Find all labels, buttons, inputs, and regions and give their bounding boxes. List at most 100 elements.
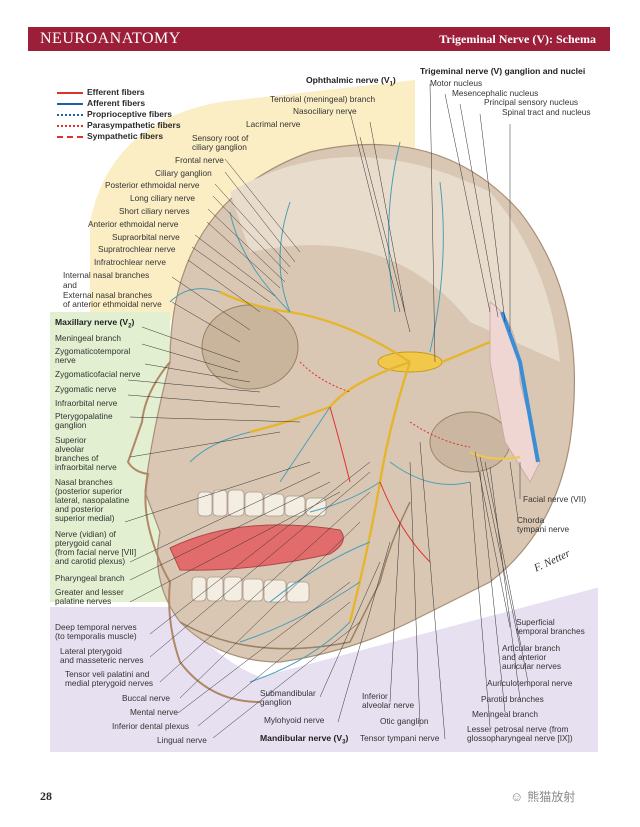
label-frontal: Frontal nerve [175, 155, 224, 165]
label-ciliary-ganglion: Ciliary ganglion [155, 168, 212, 178]
label-meningeal-mand: Meningeal branch [472, 709, 538, 719]
label-lesser-petrosal: Lesser petrosal nerve (from [467, 724, 569, 734]
title-end: ) [345, 733, 349, 743]
title-text: Mandibular nerve (V [260, 733, 343, 743]
head-illustration [50, 80, 598, 752]
title-sub: 1 [389, 81, 393, 88]
label-motor-nucleus: Motor nucleus [430, 78, 483, 88]
label-internal-nasal: Internal nasal branches [63, 270, 150, 280]
label-of-anterior-ethmoidal: of anterior ethmoidal nerve [63, 299, 162, 309]
label-nasal-branches-4: and posterior [55, 504, 104, 514]
label-vidian-2: pterygoid canal [55, 538, 112, 548]
label-supratrochlear: Supratrochlear nerve [98, 244, 176, 254]
label-zygomaticotemporal: Zygomaticotemporal [55, 346, 131, 356]
label-infratrochlear: Infratrochlear nerve [94, 257, 166, 267]
legend-label: Afferent fibers [87, 98, 146, 108]
label-and: and [63, 280, 77, 290]
label-lateral-pterygoid-2: and masseteric nerves [60, 655, 144, 665]
label-short-ciliary: Short ciliary nerves [119, 206, 190, 216]
label-superior-alveolar-3: branches of [55, 453, 99, 463]
legend-label: Proprioceptive fibers [87, 109, 173, 119]
legend-label: Efferent fibers [87, 87, 145, 97]
parasympathetic-fibers [299, 361, 471, 448]
label-pterygopalatine-2: ganglion [55, 420, 87, 430]
label-facial-nerve: Facial nerve (VII) [523, 494, 587, 504]
label-nasal-branches-3: lateral, nasopalatine [55, 495, 130, 505]
label-mylohyoid: Mylohyoid nerve [264, 715, 325, 725]
legend-label: Sympathetic fibers [87, 131, 164, 141]
label-articular: Articular branch [502, 643, 561, 653]
legend-item-parasympathetic: Parasympathetic fibers [57, 120, 181, 131]
label-inferior-dental: Inferior dental plexus [112, 721, 190, 731]
label-lacrimal: Lacrimal nerve [246, 119, 301, 129]
legend-label: Parasympathetic fibers [87, 120, 181, 130]
fiber-legend: Efferent fibers Afferent fibers Proprioc… [57, 87, 181, 142]
label-zygomaticotemporal-2: nerve [55, 355, 76, 365]
label-submandibular-ganglion-2: ganglion [260, 697, 292, 707]
label-inferior-alveolar-2: alveolar nerve [362, 700, 415, 710]
legend-item-afferent: Afferent fibers [57, 98, 181, 109]
label-long-ciliary: Long ciliary nerve [130, 193, 196, 203]
watermark: ☺ 熊猫放射 [510, 788, 575, 805]
parasympathetic-swatch [57, 124, 83, 127]
page-header: NEUROANATOMY Trigeminal Nerve (V): Schem… [28, 27, 610, 51]
legend-item-proprioceptive: Proprioceptive fibers [57, 109, 181, 120]
label-spinal-tract: Spinal tract and nucleus [502, 107, 591, 117]
title-text: Ophthalmic nerve (V [306, 75, 390, 85]
label-mental: Mental nerve [130, 707, 178, 717]
chorda-tympani [469, 451, 521, 460]
page-number: 28 [40, 789, 52, 803]
lower-teeth [191, 576, 310, 603]
title-end: ) [131, 317, 135, 327]
label-vidian: Nerve (vidian) of [55, 529, 116, 539]
label-lesser-petrosal-2: glossopharyngeal nerve [IX]) [467, 733, 573, 743]
label-chorda-2: tympani nerve [517, 524, 570, 534]
label-meningeal-max: Meningeal branch [55, 333, 121, 343]
label-external-nasal: External nasal branches [63, 290, 153, 300]
title-end: ) [392, 75, 396, 85]
leader-lines [124, 83, 529, 740]
label-sensory-root: Sensory root of [192, 133, 249, 143]
proprioceptive-swatch [57, 113, 83, 116]
wechat-icon: ☺ [510, 789, 524, 804]
ophthalmic-title: Ophthalmic nerve (V1) [306, 75, 396, 90]
label-nasal-branches-2: (posterior superior [55, 486, 123, 496]
temporal-bone [429, 411, 511, 473]
maxillary-title: Maxillary nerve (V2) [55, 317, 135, 332]
label-nasal-branches-5: superior medial) [55, 513, 115, 523]
spinal-nucleus [500, 311, 540, 463]
label-sensory-root-2: ciliary ganglion [192, 142, 247, 152]
label-otic-ganglion: Otic ganglion [380, 716, 429, 726]
anatomical-illustration [50, 62, 598, 758]
label-tensor-tympani: Tensor tympani nerve [360, 733, 440, 743]
label-articular-3: auricular nerves [502, 661, 562, 671]
label-deep-temporal-2: (to temporalis muscle) [55, 631, 137, 641]
label-superficial-temporal-2: temporal branches [516, 626, 585, 636]
mandibular-title: Mandibular nerve (V3) [260, 733, 349, 748]
label-lateral-pterygoid: Lateral pterygoid [60, 646, 122, 656]
label-nasociliary: Nasociliary nerve [293, 106, 357, 116]
label-superior-alveolar: Superior [55, 435, 87, 445]
legend-item-sympathetic: Sympathetic fibers [57, 131, 181, 142]
label-buccal: Buccal nerve [122, 693, 170, 703]
label-palatine-nerves: palatine nerves [55, 596, 112, 606]
label-nasal-branches: Nasal branches [55, 477, 113, 487]
label-auriculotemporal: Auriculotemporal nerve [487, 678, 573, 688]
label-posterior-ethmoidal: Posterior ethmoidal nerve [105, 180, 200, 190]
afferent-swatch [57, 102, 83, 105]
label-pharyngeal: Pharyngeal branch [55, 573, 125, 583]
title-sub: 3 [342, 739, 346, 746]
section-title: NEUROANATOMY [40, 30, 181, 47]
trigeminal-title: Trigeminal nerve (V) ganglion and nuclei [420, 66, 586, 76]
label-deep-temporal: Deep temporal nerves [55, 622, 137, 632]
label-chorda: Chorda [517, 515, 545, 525]
label-parotid: Parotid branches [481, 694, 544, 704]
label-vidian-3: (from facial nerve [VII] [55, 547, 137, 557]
sympathetic-swatch [57, 135, 83, 138]
maxillary-region [50, 312, 170, 602]
cranium-highlight [230, 157, 560, 362]
title-sub: 2 [128, 323, 132, 330]
mandible [179, 501, 411, 650]
label-submandibular-ganglion: Submandibular [260, 688, 316, 698]
label-tentorial: Tentorial (meningeal) branch [270, 94, 376, 104]
